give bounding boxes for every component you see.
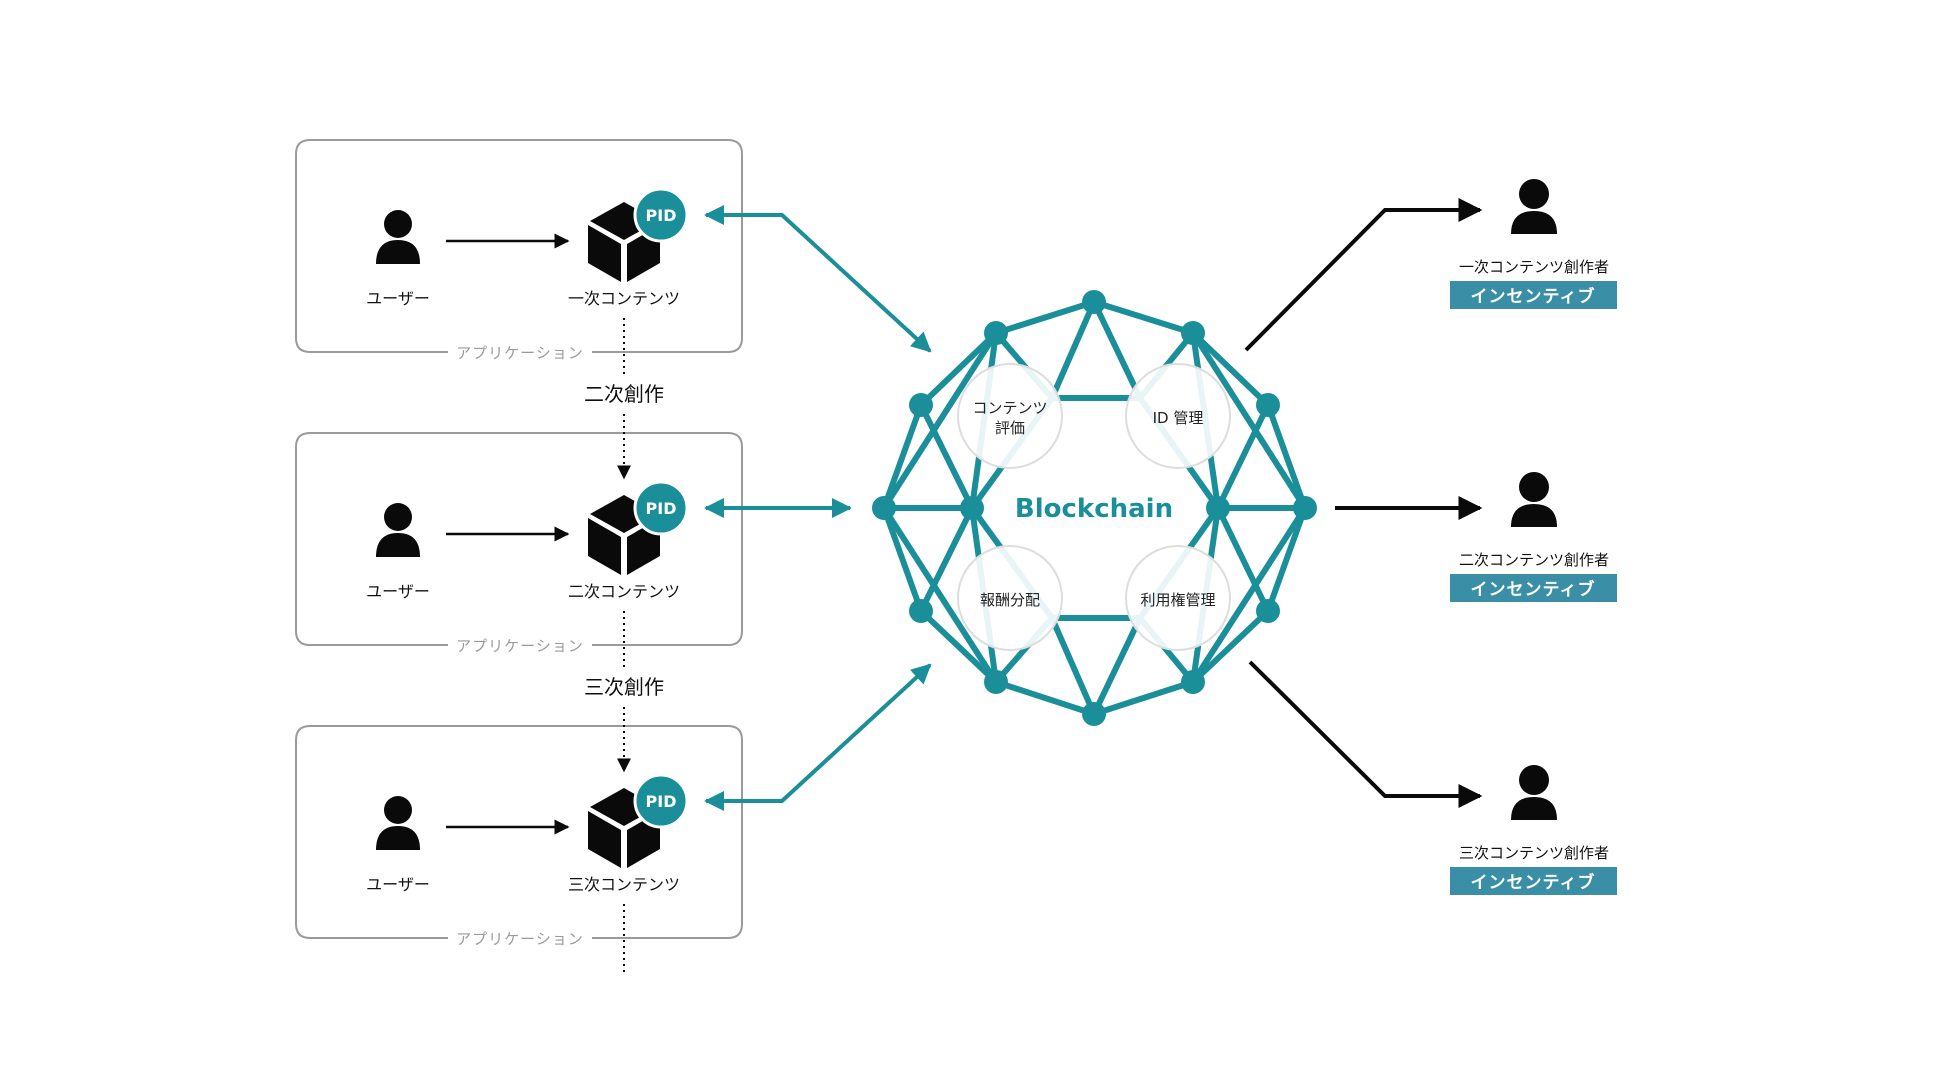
user-group: ユーザー	[366, 796, 430, 894]
content-label: 三次コンテンツ	[568, 875, 680, 894]
blockchain-title: Blockchain	[1015, 494, 1173, 524]
incentive-arrow	[1244, 198, 1483, 352]
function-label: 評価	[995, 419, 1025, 437]
function-rights-management: 利用権管理	[1125, 545, 1231, 651]
user-icon	[1511, 472, 1557, 527]
creator-secondary: 二次コンテンツ創作者 インセンティブ	[1450, 472, 1617, 602]
creator-label: 二次コンテンツ創作者	[1459, 551, 1609, 569]
pid-badge: PID	[633, 773, 689, 829]
creator-label: 一次コンテンツ創作者	[1459, 258, 1609, 276]
creator-label: 三次コンテンツ創作者	[1459, 844, 1609, 862]
incentive-label: インセンティブ	[1471, 286, 1596, 307]
creator-primary: 一次コンテンツ創作者 インセンティブ	[1450, 179, 1617, 309]
pid-label: PID	[646, 792, 677, 811]
network-nodes	[872, 290, 1317, 726]
incentive-arrow	[1248, 660, 1483, 808]
derivation-label: 三次創作	[584, 675, 664, 699]
application-label: アプリケーション	[456, 637, 584, 655]
cube-icon	[588, 495, 660, 575]
incentive-arrows	[1244, 198, 1483, 808]
application-label: アプリケーション	[456, 930, 584, 948]
derivation-flow: 二次創作 三次創作	[584, 318, 664, 974]
incentive-badge	[1450, 281, 1617, 309]
application-box-1: アプリケーション	[295, 139, 743, 362]
user-icon	[1511, 765, 1557, 820]
application-box-3: アプリケーション	[295, 725, 743, 948]
content-group: PID 一次コンテンツ	[568, 187, 689, 308]
incentive-badge	[1450, 574, 1617, 602]
user-label: ユーザー	[366, 875, 430, 894]
application-label: アプリケーション	[456, 344, 584, 362]
derivation-label: 二次創作	[584, 382, 664, 406]
content-label: 一次コンテンツ	[568, 289, 680, 308]
application-box-2: アプリケーション	[295, 432, 743, 655]
blockchain-connectors	[704, 205, 932, 811]
blockchain-network: コンテンツ 評価 ID 管理 報酬分配 利用権管理 Blockchain	[872, 290, 1317, 726]
user-icon	[376, 210, 420, 264]
function-evaluation: コンテンツ 評価	[957, 363, 1063, 469]
pid-label: PID	[646, 499, 677, 518]
pid-badge: PID	[633, 480, 689, 536]
pid-badge: PID	[633, 187, 689, 243]
pid-label: PID	[646, 206, 677, 225]
user-group: ユーザー	[366, 210, 430, 308]
user-icon	[376, 503, 420, 557]
creator-tertiary: 三次コンテンツ創作者 インセンティブ	[1450, 765, 1617, 895]
function-label: 利用権管理	[1140, 591, 1215, 609]
user-icon	[1511, 179, 1557, 234]
connector-arrow	[704, 663, 932, 811]
content-label: 二次コンテンツ	[568, 582, 680, 601]
incentive-label: インセンティブ	[1471, 872, 1596, 893]
function-label: 報酬分配	[980, 591, 1040, 609]
user-icon	[376, 796, 420, 850]
incentive-badge	[1450, 867, 1617, 895]
incentive-label: インセンティブ	[1471, 579, 1596, 600]
content-group: PID 三次コンテンツ	[568, 773, 689, 894]
function-label: ID 管理	[1153, 409, 1204, 427]
content-group: PID 二次コンテンツ	[568, 480, 689, 601]
function-label: コンテンツ	[972, 399, 1047, 417]
user-label: ユーザー	[366, 289, 430, 308]
function-reward-distribution: 報酬分配	[957, 545, 1063, 651]
function-id-management: ID 管理	[1125, 363, 1231, 469]
connector-arrow	[704, 205, 932, 353]
user-group: ユーザー	[366, 503, 430, 601]
user-label: ユーザー	[366, 582, 430, 601]
